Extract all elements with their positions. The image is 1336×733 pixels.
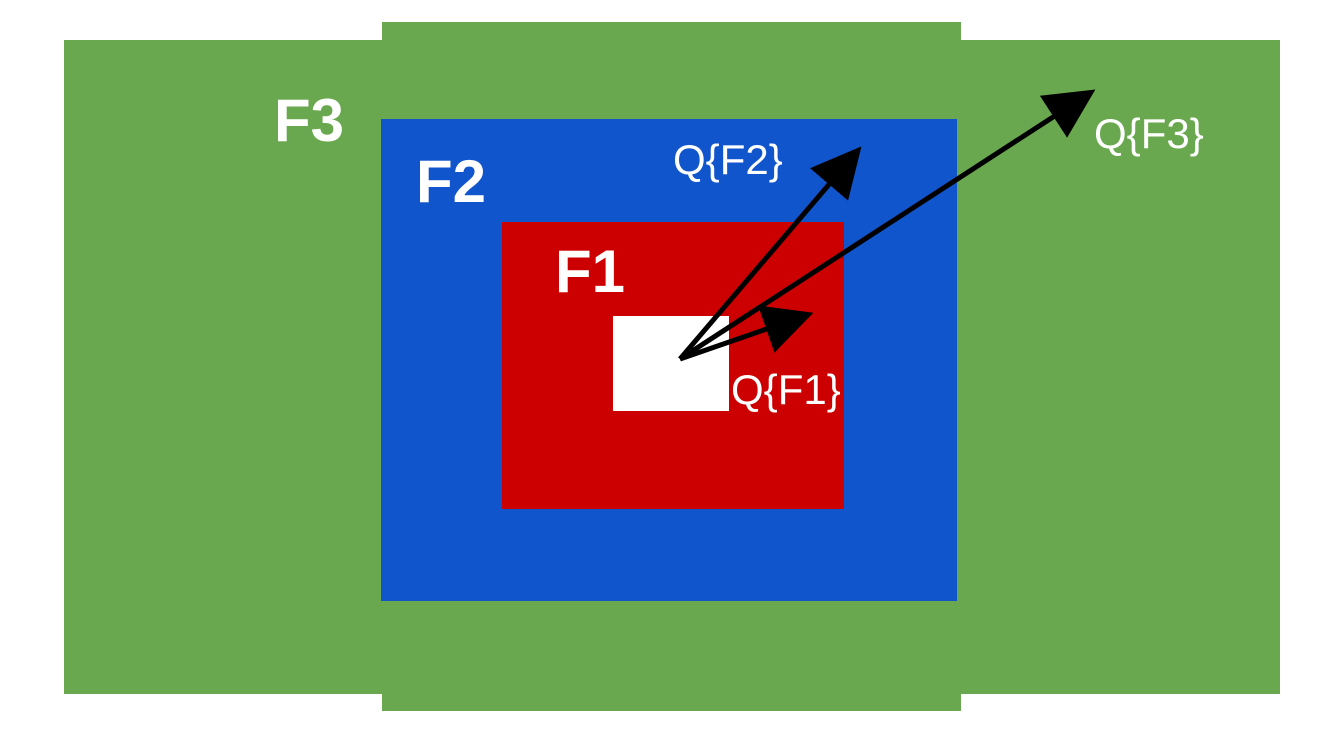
f3-label: F3 bbox=[274, 87, 345, 154]
q-f3-label: Q{F3} bbox=[1094, 110, 1204, 157]
f2-label: F2 bbox=[416, 148, 487, 215]
core-region bbox=[613, 316, 729, 411]
q-f2-label: Q{F2} bbox=[673, 136, 783, 183]
f1-label: F1 bbox=[555, 238, 626, 305]
q-f1-label: Q{F1} bbox=[731, 366, 841, 413]
